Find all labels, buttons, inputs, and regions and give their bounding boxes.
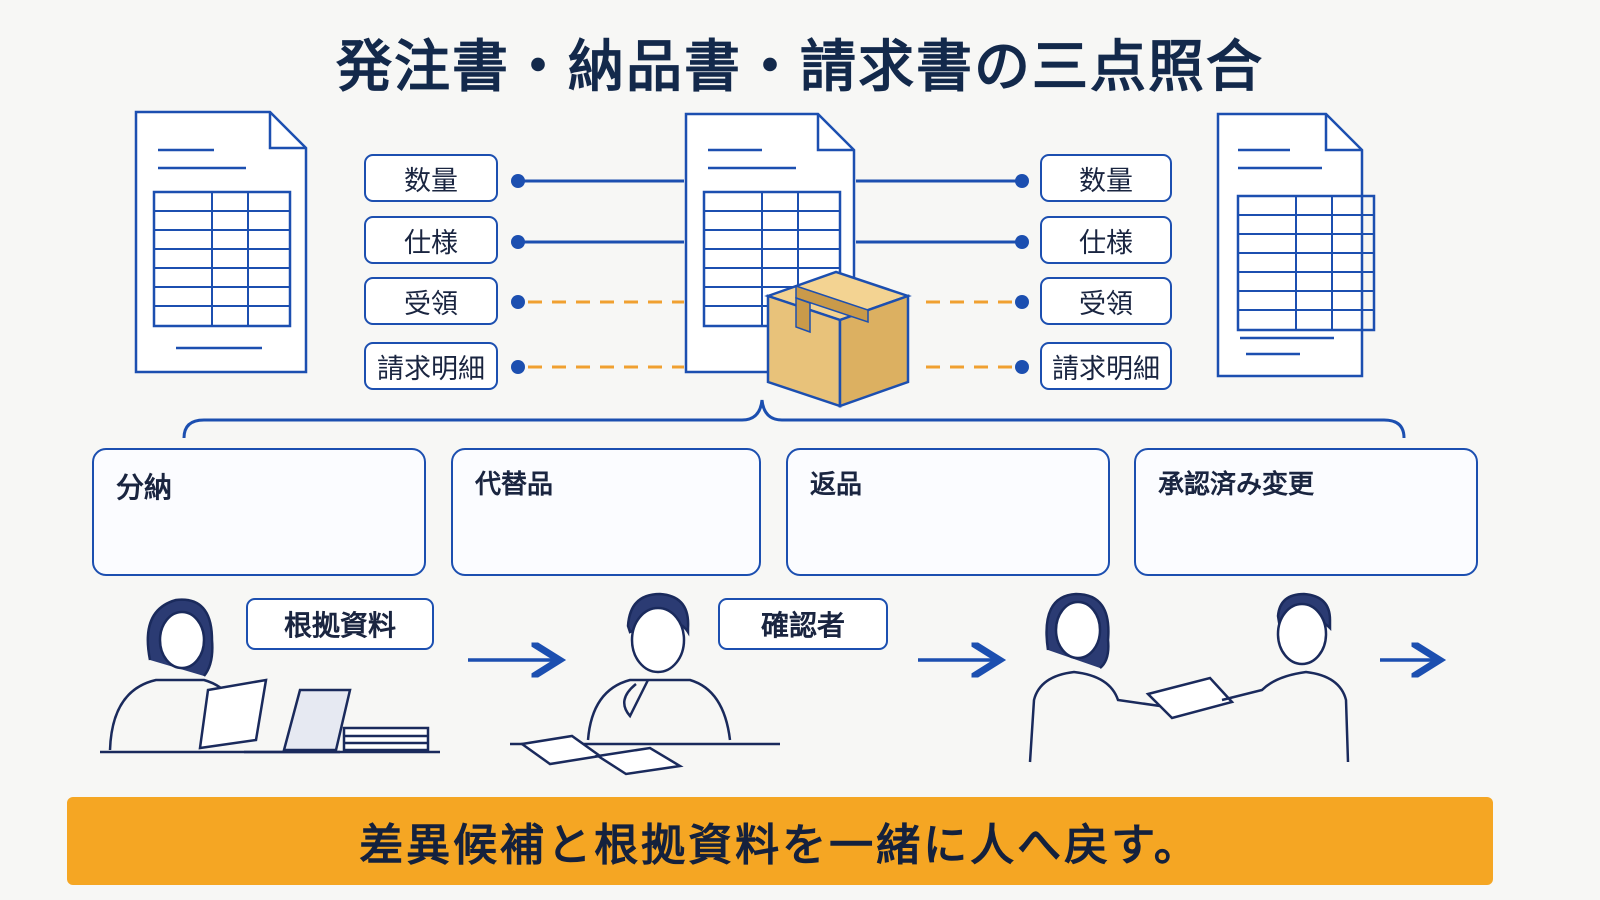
match-label-right-invoice-detail: 請求明細 bbox=[1040, 342, 1172, 390]
exception-approved-change: 承認済み変更 bbox=[1134, 448, 1478, 576]
match-label-right-receipt: 受領 bbox=[1040, 277, 1172, 325]
invoice-document-icon bbox=[1216, 112, 1376, 378]
match-label-right-quantity: 数量 bbox=[1040, 154, 1172, 202]
exception-title: 返品 bbox=[810, 470, 863, 500]
right-connectors bbox=[856, 174, 1029, 374]
exception-title: 分納 bbox=[116, 471, 173, 504]
match-label-left-receipt: 受領 bbox=[364, 277, 498, 325]
exception-title: 代替品 bbox=[475, 470, 554, 500]
exception-partial-delivery: 分納 bbox=[92, 448, 426, 576]
person-thinking-icon bbox=[510, 592, 780, 776]
match-label-left-quantity: 数量 bbox=[364, 154, 498, 202]
reviewer-tag: 確認者 bbox=[718, 598, 888, 650]
purchase-order-document-icon bbox=[134, 110, 308, 374]
left-connectors bbox=[511, 174, 684, 374]
exception-return: 返品 bbox=[786, 448, 1110, 576]
person-reviewing-evidence-icon bbox=[100, 598, 440, 754]
match-label-left-invoice-detail: 請求明細 bbox=[364, 342, 498, 390]
evidence-documents-tag: 根拠資料 bbox=[246, 598, 434, 650]
package-box-icon bbox=[764, 270, 912, 408]
handoff-people-icon bbox=[1028, 592, 1350, 763]
grouping-brace bbox=[182, 399, 1406, 439]
summary-banner: 差異候補と根拠資料を一緒に人へ戻す。 bbox=[67, 797, 1493, 885]
match-label-right-spec: 仕様 bbox=[1040, 216, 1172, 264]
exception-title: 承認済み変更 bbox=[1158, 470, 1315, 500]
diagram-title: 発注書・納品書・請求書の三点照合 bbox=[336, 35, 1264, 100]
match-label-left-spec: 仕様 bbox=[364, 216, 498, 264]
exception-substitute-item: 代替品 bbox=[451, 448, 761, 576]
